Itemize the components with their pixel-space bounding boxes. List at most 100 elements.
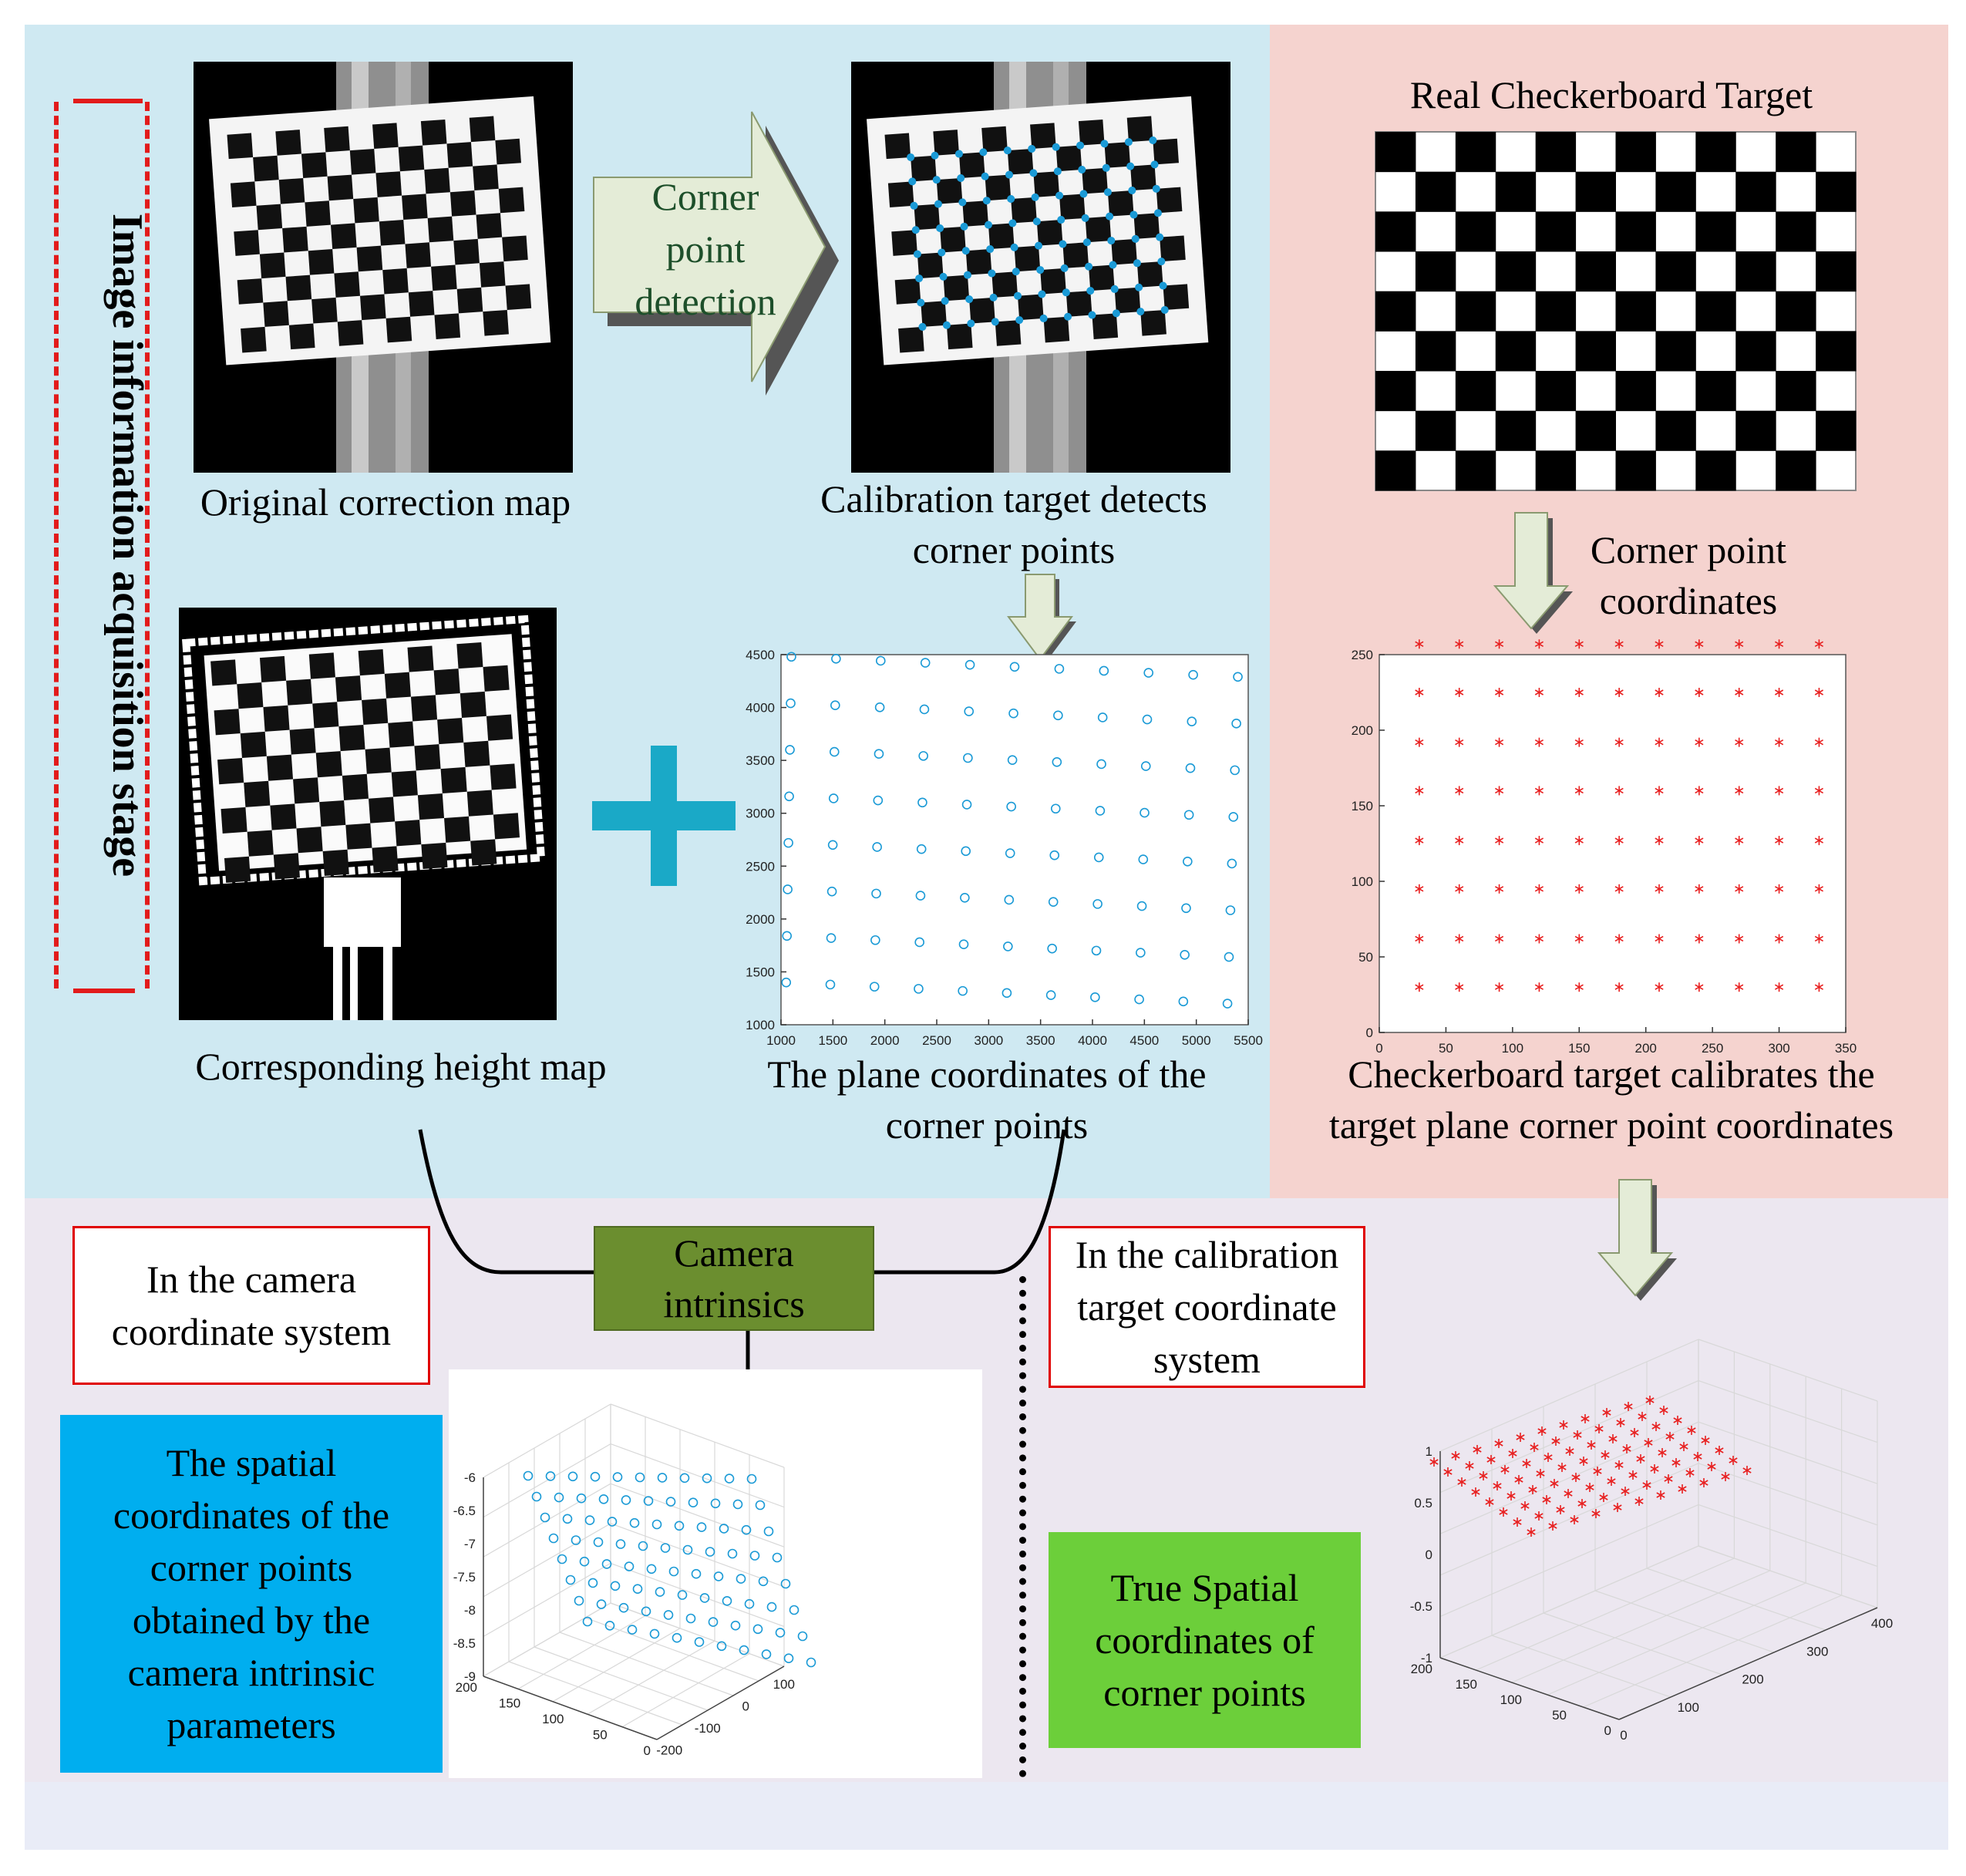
asterisk-marker — [1574, 836, 1584, 846]
checker-square — [372, 846, 399, 873]
checker-square — [337, 320, 364, 346]
checker-square — [444, 816, 471, 843]
checker-square — [289, 728, 316, 755]
checker-square — [1043, 316, 1070, 343]
corner-point-marker — [1183, 856, 1193, 867]
asterisk-stroke — [1455, 935, 1464, 942]
asterisk-stroke — [1494, 689, 1504, 696]
spatial-point-marker — [604, 1620, 615, 1631]
corner-point-marker — [917, 797, 927, 808]
corner-point-marker — [961, 846, 971, 857]
checker-square — [1615, 291, 1656, 332]
corner-point-marker — [1093, 852, 1104, 863]
spatial-point-marker — [587, 1578, 598, 1588]
asterisk-stroke — [1451, 1453, 1460, 1459]
asterisk-stroke — [1656, 1492, 1665, 1498]
corner-point-marker — [1050, 803, 1061, 814]
checker-square — [490, 763, 517, 790]
grid-line — [610, 1602, 785, 1667]
asterisk-stroke — [1574, 787, 1584, 794]
asterisk-stroke — [1695, 984, 1704, 990]
checker-square — [1375, 132, 1416, 173]
checker-square — [1130, 164, 1156, 191]
corner-point-marker — [1134, 994, 1144, 1005]
asterisk-stroke — [1814, 984, 1824, 990]
asterisk-marker — [1614, 786, 1624, 796]
checker-square — [214, 709, 241, 736]
checker-square — [372, 123, 399, 149]
asterisk-marker — [1616, 1418, 1625, 1427]
checker-square — [1055, 145, 1082, 172]
checker-square — [259, 655, 287, 683]
plane-caption-2: corner points — [885, 1103, 1089, 1147]
asterisk-stroke — [1614, 739, 1624, 746]
target-cs-label-3: system — [1153, 1338, 1261, 1381]
detected-corner-dot — [1007, 195, 1015, 204]
detected-corner-dot — [1156, 233, 1164, 241]
asterisk-marker — [1659, 1406, 1668, 1415]
asterisk-marker — [1537, 1426, 1547, 1436]
checker-square — [234, 230, 260, 256]
asterisk-stroke — [1415, 739, 1424, 746]
corner-point-marker — [914, 937, 924, 948]
detected-corner-dot — [1060, 264, 1069, 272]
x-tick-label: 300 — [1806, 1644, 1828, 1659]
corner-point-marker — [828, 793, 839, 803]
detected-corner-dot — [938, 248, 946, 257]
asterisk-marker — [1455, 836, 1464, 846]
checker-square — [1455, 132, 1496, 173]
asterisk-stroke — [1685, 1470, 1695, 1476]
checker-square — [1735, 331, 1776, 372]
asterisk-marker — [1742, 1466, 1752, 1475]
asterisk-marker — [1774, 982, 1784, 992]
corner-point-marker — [826, 886, 837, 897]
corner-point-marker — [784, 791, 794, 802]
x-tick-label: 200 — [1635, 1041, 1657, 1056]
asterisk-stroke — [1530, 1444, 1539, 1450]
detected-corner-dot — [939, 272, 948, 281]
detected-caption-1: Calibration target detects — [820, 477, 1207, 520]
spatial-point-marker — [691, 1568, 702, 1579]
down-arrow-3d — [1596, 1179, 1688, 1303]
spatial-coordinates-box: The spatial coordinates of the corner po… — [60, 1415, 443, 1773]
asterisk-stroke — [1574, 935, 1584, 942]
checker-square — [1375, 371, 1416, 412]
checker-square — [1655, 251, 1696, 292]
asterisk-marker — [1614, 982, 1624, 992]
asterisk-marker — [1574, 982, 1584, 992]
checker-square — [940, 226, 966, 253]
asterisk-marker — [1699, 1478, 1708, 1487]
grid-line — [610, 1443, 785, 1508]
checker-square — [1133, 213, 1160, 239]
corner-point-marker — [873, 795, 884, 806]
checker-square — [1776, 291, 1816, 332]
asterisk-stroke — [1415, 886, 1424, 892]
asterisk-stroke — [1699, 1480, 1708, 1486]
spatial-point-marker — [722, 1595, 732, 1606]
spatial-point-marker — [598, 1494, 609, 1504]
checker-square — [405, 242, 432, 268]
asterisk-stroke — [1695, 689, 1704, 696]
y-tick-label: 1000 — [746, 1018, 775, 1032]
checker-square — [362, 698, 389, 725]
z-tick-label: -1 — [1421, 1651, 1432, 1665]
spatial-label-3: corner points — [150, 1546, 353, 1589]
checker-square — [1007, 148, 1034, 175]
asterisk-marker — [1455, 884, 1464, 894]
asterisk-stroke — [1735, 787, 1744, 794]
spatial-label-5: camera intrinsic — [127, 1651, 375, 1694]
asterisk-marker — [1500, 1465, 1510, 1474]
target-cs-label-2: target coordinate — [1077, 1285, 1337, 1329]
checker-square — [263, 705, 290, 732]
plot-axes — [780, 654, 1249, 1026]
asterisk-marker — [1530, 1443, 1539, 1452]
spatial-point-marker — [657, 1473, 668, 1483]
spatial-point-marker — [744, 1598, 755, 1609]
asterisk-marker — [1685, 1468, 1695, 1477]
checker-square — [1575, 171, 1616, 212]
asterisk-marker — [1602, 1408, 1611, 1417]
asterisk-stroke — [1574, 837, 1584, 844]
spatial-point-marker — [523, 1470, 534, 1481]
asterisk-stroke — [1564, 1490, 1573, 1497]
spatial-point-marker — [724, 1474, 735, 1484]
